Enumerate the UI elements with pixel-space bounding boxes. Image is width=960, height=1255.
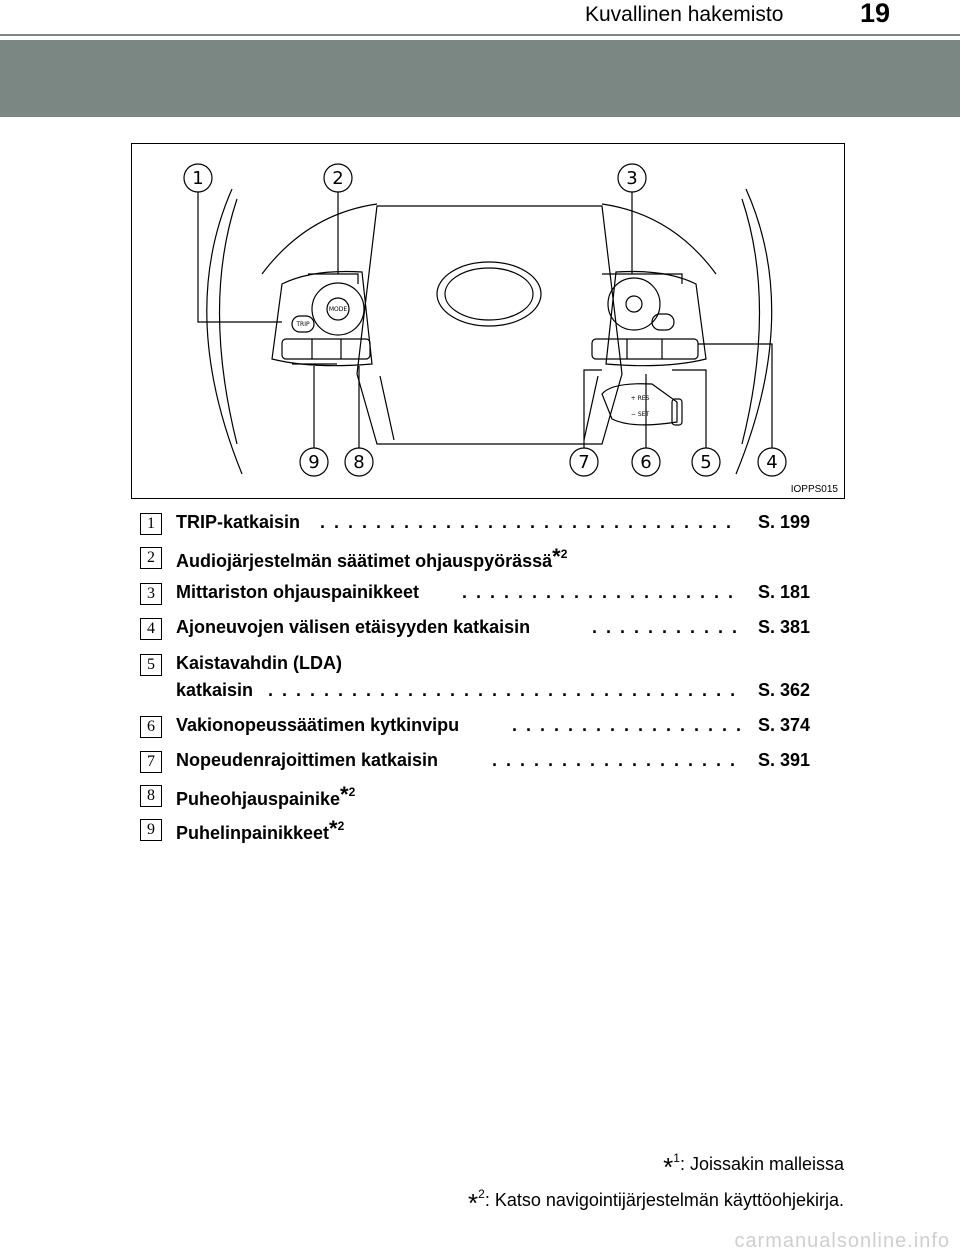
legend-item-5: 5 Kaistavahdin (LDA) bbox=[140, 651, 840, 677]
trip-button-label: TRIP bbox=[295, 321, 310, 328]
callout-1: 1 bbox=[192, 168, 203, 189]
page-number: 19 bbox=[860, 0, 891, 28]
footnote-1: *1: Joissakin malleissa bbox=[468, 1140, 844, 1182]
legend-item-3: 3 Mittariston ohjauspainikkeet . . . . .… bbox=[140, 580, 840, 606]
callout-8: 8 bbox=[353, 452, 364, 473]
item-label-continued: katkaisin bbox=[176, 680, 254, 700]
legend-item-7: 7 Nopeudenrajoittimen katkaisin . . . . … bbox=[140, 748, 840, 774]
footnotes: *1: Joissakin malleissa *2: Katso navigo… bbox=[468, 1140, 844, 1218]
steering-wheel-figure: MODE TRIP + RES − SET 1 2 3 4 5 6 7 8 9 … bbox=[131, 143, 845, 499]
footnote-number: 2 bbox=[478, 1187, 485, 1201]
dot-leader: . . . . . . . . . . . . . . . . . . . . … bbox=[492, 750, 740, 770]
item-label: Puhelinpainikkeet bbox=[176, 823, 330, 843]
callout-9: 9 bbox=[308, 452, 319, 473]
legend-item-9: 9 Puhelinpainikkeet*2 bbox=[140, 816, 840, 844]
legend-item-2: 2 Audiojärjestelmän säätimet ohjauspyörä… bbox=[140, 544, 840, 572]
footnote-star: * bbox=[663, 1152, 674, 1182]
dot-leader: . . . . . . . . . . . . . . . . . . . . … bbox=[512, 715, 740, 735]
item-number-badge: 1 bbox=[140, 513, 162, 535]
footnote-text: : Joissakin malleissa bbox=[679, 1154, 844, 1174]
item-number-badge: 6 bbox=[140, 716, 162, 738]
page-reference: S. 381 bbox=[757, 617, 810, 637]
page-reference: S. 181 bbox=[757, 582, 810, 602]
item-label: Audiojärjestelmän säätimet ohjauspyöräss… bbox=[176, 551, 553, 571]
item-label: Mittariston ohjauspainikkeet bbox=[176, 582, 420, 602]
section-title: Kuvallinen hakemisto bbox=[585, 3, 784, 26]
legend-item-8: 8 Puheohjauspainike*2 bbox=[140, 782, 840, 810]
legend-item-6: 6 Vakionopeussäätimen kytkinvipu . . . .… bbox=[140, 713, 840, 739]
footnote-ref: *2 bbox=[552, 544, 568, 569]
res-label: + RES bbox=[631, 395, 650, 402]
footnote-text: : Katso navigointijärjestelmän käyttöohj… bbox=[484, 1190, 844, 1210]
callout-6: 6 bbox=[640, 452, 651, 473]
item-number-badge: 4 bbox=[140, 618, 162, 640]
item-number-badge: 9 bbox=[140, 819, 162, 841]
item-label-with-note: Puheohjauspainike*2 bbox=[176, 782, 356, 810]
steering-wheel-illustration: MODE TRIP + RES − SET 1 2 3 4 5 6 7 8 9 bbox=[183, 163, 787, 477]
callout-5: 5 bbox=[700, 452, 711, 473]
header-band bbox=[0, 40, 960, 117]
footnote-ref: *2 bbox=[329, 816, 345, 841]
item-number-badge: 8 bbox=[140, 785, 162, 807]
callout-2: 2 bbox=[332, 168, 343, 189]
dot-leader: . . . . . . . . . . . . . . . . . . . . … bbox=[268, 680, 740, 700]
footnote-number: 2 bbox=[337, 819, 345, 833]
item-label-with-note: Audiojärjestelmän säätimet ohjauspyöräss… bbox=[176, 544, 568, 572]
mode-button-label: MODE bbox=[329, 306, 348, 313]
item-number-badge: 7 bbox=[140, 751, 162, 773]
callout-7: 7 bbox=[578, 452, 589, 473]
footnote-star: * bbox=[468, 1188, 479, 1218]
item-label: Ajoneuvojen välisen etäisyyden katkaisin bbox=[176, 617, 531, 637]
item-label: Kaistavahdin (LDA) bbox=[176, 653, 343, 673]
item-label: Vakionopeussäätimen kytkinvipu bbox=[176, 715, 460, 735]
footnote-ref: *2 bbox=[340, 782, 356, 807]
page-reference: S. 391 bbox=[757, 750, 810, 770]
item-label-with-note: Puhelinpainikkeet*2 bbox=[176, 816, 345, 844]
set-label: − SET bbox=[631, 411, 650, 418]
figure-code: IOPPS015 bbox=[790, 484, 838, 495]
callout-4: 4 bbox=[766, 452, 777, 473]
dot-leader: . . . . . . . . . . . . . . . . . . . . bbox=[592, 617, 740, 637]
item-number-badge: 3 bbox=[140, 583, 162, 605]
legend-item-4: 4 Ajoneuvojen välisen etäisyyden katkais… bbox=[140, 615, 840, 641]
footnote-2: *2: Katso navigointijärjestelmän käyttöo… bbox=[468, 1176, 844, 1218]
legend-item-5-continued: katkaisin . . . . . . . . . . . . . . . … bbox=[140, 678, 840, 704]
footnote-star: * bbox=[329, 816, 338, 841]
watermark: carmanualsonline.info bbox=[734, 1230, 950, 1252]
footnote-number: 1 bbox=[673, 1151, 680, 1165]
item-label: Puheohjauspainike bbox=[176, 789, 341, 809]
item-number-badge: 5 bbox=[140, 654, 162, 676]
item-label: TRIP-katkaisin bbox=[176, 512, 301, 532]
footnote-star: * bbox=[340, 782, 349, 807]
page-reference: S. 374 bbox=[757, 715, 810, 735]
callout-3: 3 bbox=[626, 168, 637, 189]
dot-leader: . . . . . . . . . . . . . . . . . . . . … bbox=[320, 512, 740, 532]
legend-item-1: 1 TRIP-katkaisin . . . . . . . . . . . .… bbox=[140, 510, 840, 536]
page-reference: S. 199 bbox=[757, 512, 810, 532]
footnote-number: 2 bbox=[348, 785, 356, 799]
item-number-badge: 2 bbox=[140, 547, 162, 569]
page-header: Kuvallinen hakemisto 19 bbox=[0, 0, 960, 34]
item-label: Nopeudenrajoittimen katkaisin bbox=[176, 750, 439, 770]
dot-leader: . . . . . . . . . . . . . . . . . . . . … bbox=[462, 582, 740, 602]
footnote-number: 2 bbox=[560, 547, 568, 561]
footnote-star: * bbox=[552, 544, 561, 569]
header-rule bbox=[0, 34, 960, 36]
page-reference: S. 362 bbox=[757, 680, 810, 700]
